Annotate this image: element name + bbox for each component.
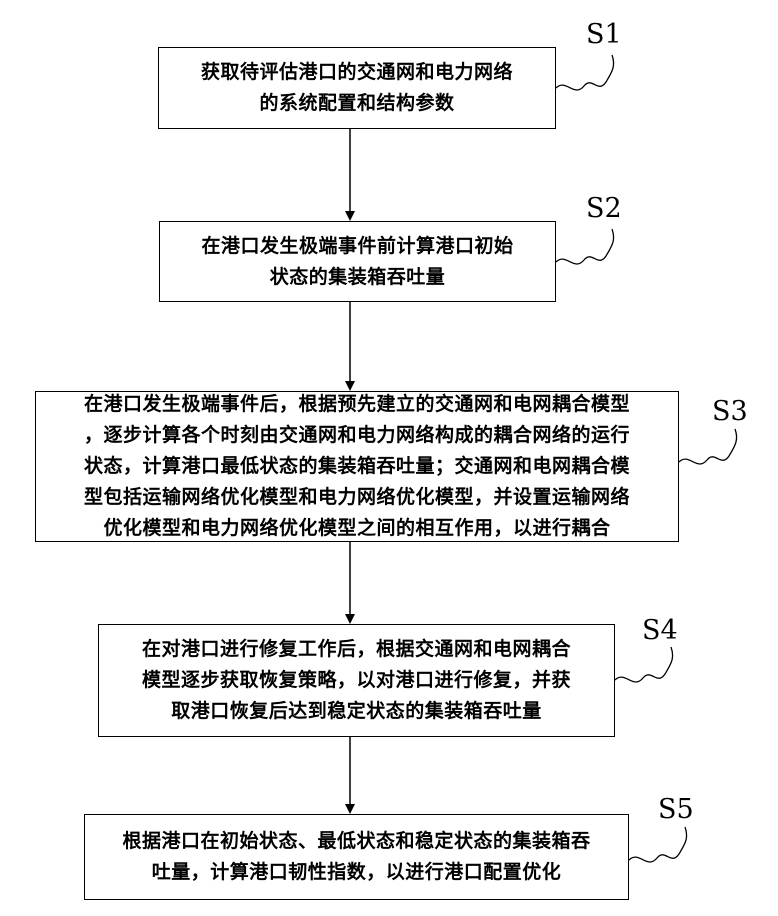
leader-line-s5 <box>629 827 687 862</box>
step-s4-line-1: 在对港口进行修复工作后，根据交通网和电网耦合 <box>142 634 571 665</box>
step-box-s4: 在对港口进行修复工作后，根据交通网和电网耦合 模型逐步获取恢复策略，以对港口进行… <box>98 624 615 737</box>
step-label-s2: S2 <box>586 193 622 224</box>
step-label-s1: S1 <box>586 19 622 50</box>
leader-line-s2 <box>556 229 614 264</box>
step-s5-line-1: 根据港口在初始状态、最低状态和稳定状态的集装箱吞 <box>122 826 590 857</box>
step-text-s4: 在对港口进行修复工作后，根据交通网和电网耦合 模型逐步获取恢复策略，以对港口进行… <box>142 634 571 727</box>
step-s3-line-2: ，逐步计算各个时刻由交通网和电力网络构成的耦合网络的运行 <box>84 420 630 451</box>
step-label-s3: S3 <box>712 396 748 427</box>
step-s1-line-2: 的系统配置和结构参数 <box>201 88 513 119</box>
leader-line-s4 <box>615 647 673 682</box>
step-s4-line-3: 取港口恢复后达到稳定状态的集装箱吞吐量 <box>142 696 571 727</box>
step-box-s2: 在港口发生极端事件前计算港口初始 状态的集装箱吞吐量 <box>159 221 556 302</box>
step-text-s2: 在港口发生极端事件前计算港口初始 状态的集装箱吞吐量 <box>201 231 513 293</box>
step-s2-line-2: 状态的集装箱吞吐量 <box>201 262 513 293</box>
step-s3-line-5: 优化模型和电力网络优化模型之间的相互作用，以进行耦合 <box>84 513 630 544</box>
step-label-s5: S5 <box>658 794 694 825</box>
step-box-s3: 在港口发生极端事件后，根据预先建立的交通网和电网耦合模型 ，逐步计算各个时刻由交… <box>35 391 679 542</box>
step-text-s1: 获取待评估港口的交通网和电力网络 的系统配置和结构参数 <box>201 57 513 119</box>
step-box-s1: 获取待评估港口的交通网和电力网络 的系统配置和结构参数 <box>158 47 556 129</box>
step-s3-line-1: 在港口发生极端事件后，根据预先建立的交通网和电网耦合模型 <box>84 389 630 420</box>
step-label-s4: S4 <box>642 615 678 646</box>
step-s5-line-2: 吐量，计算港口韧性指数，以进行港口配置优化 <box>122 857 590 888</box>
step-s2-line-1: 在港口发生极端事件前计算港口初始 <box>201 231 513 262</box>
step-s3-line-4: 型包括运输网络优化模型和电力网络优化模型，并设置运输网络 <box>84 482 630 513</box>
step-s1-line-1: 获取待评估港口的交通网和电力网络 <box>201 57 513 88</box>
step-text-s3: 在港口发生极端事件后，根据预先建立的交通网和电网耦合模型 ，逐步计算各个时刻由交… <box>84 389 630 544</box>
leader-line-s1 <box>556 55 614 90</box>
step-text-s5: 根据港口在初始状态、最低状态和稳定状态的集装箱吞 吐量，计算港口韧性指数，以进行… <box>122 826 590 888</box>
step-s3-line-3: 状态，计算港口最低状态的集装箱吞吐量；交通网和电网耦合模 <box>84 451 630 482</box>
leader-line-s3 <box>679 429 737 464</box>
step-s4-line-2: 模型逐步获取恢复策略，以对港口进行修复，并获 <box>142 665 571 696</box>
step-box-s5: 根据港口在初始状态、最低状态和稳定状态的集装箱吞 吐量，计算港口韧性指数，以进行… <box>84 814 629 900</box>
